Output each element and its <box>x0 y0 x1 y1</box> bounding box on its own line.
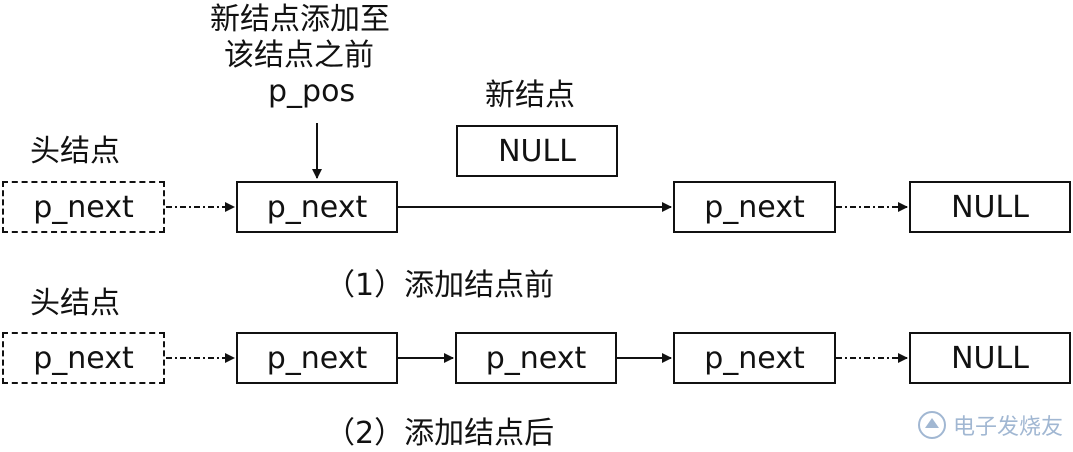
row1-tail-node: NULL <box>909 181 1071 233</box>
annotation-line-2: 该结点之前 <box>224 38 374 73</box>
row2-head-label: 头结点 <box>30 286 120 321</box>
row2-node-4: p_next <box>673 332 836 384</box>
watermark-text: 电子发烧友 <box>952 415 1063 440</box>
caption-before: （1）添加结点前 <box>325 268 555 303</box>
caption-after: （2）添加结点后 <box>325 416 555 451</box>
new-node-label: 新结点 <box>485 78 575 113</box>
annotation-line-1: 新结点添加至 <box>210 2 390 37</box>
row1-head-label: 头结点 <box>30 134 120 169</box>
annotation-line-3: p_pos <box>268 74 356 109</box>
watermark: 电子发烧友 <box>917 409 1063 441</box>
row2-new-node: p_next <box>455 332 617 384</box>
row1-node-3: p_next <box>673 181 836 233</box>
row2-node-ppos: p_next <box>236 332 398 384</box>
new-node-box: NULL <box>456 125 618 177</box>
row1-node-ppos: p_next <box>236 181 398 233</box>
row2-head-node: p_next <box>2 332 165 384</box>
row1-head-node: p_next <box>2 181 165 233</box>
logo-icon <box>917 411 946 439</box>
row2-tail-node: NULL <box>909 332 1071 384</box>
